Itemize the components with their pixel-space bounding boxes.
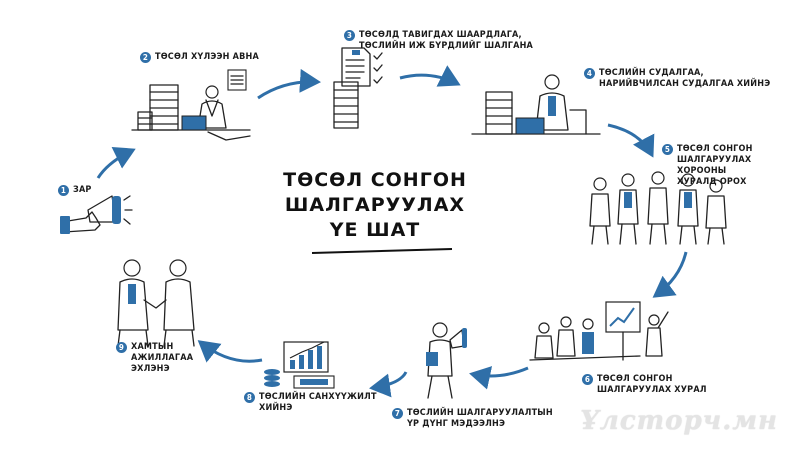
step-2-number: 2 (140, 52, 151, 63)
analyst-desk-illustration (471, 74, 601, 135)
reviewer-desk-illustration (131, 69, 251, 141)
handshake-illustration (117, 259, 195, 347)
step-7-label: 7 ТӨСЛИЙН ШАЛГАРУУЛАЛТЫН ҮР ДҮНГ МЭДЭЭЛН… (392, 408, 553, 430)
step-2-label: 2 ТӨСӨЛ ХҮЛЭЭН АВНА (140, 52, 259, 63)
arrow-4-to-5 (607, 123, 655, 158)
step-3-label: 3 ТӨСӨЛД ТАВИГДАХ ШААРДЛАГА, ТӨСЛИЙН ИЖ … (344, 30, 533, 52)
step-6-label: 6 ТӨСӨЛ СОНГОН ШАЛГАРУУЛАХ ХУРАЛ (582, 374, 707, 396)
step-1-text: ЗАР (73, 185, 92, 195)
arrow-3-to-4 (399, 65, 461, 87)
step-4-number: 4 (584, 68, 595, 79)
center-title-line-3: ҮЕ ШАТ (329, 219, 421, 241)
step-9-number: 9 (116, 342, 127, 353)
step-5-number: 5 (662, 144, 673, 155)
megaphone-hand-illustration (60, 195, 133, 234)
funding-illustration (264, 341, 335, 389)
committee-group-illustration (589, 171, 727, 245)
step-1-number: 1 (58, 185, 69, 196)
step-5-text: ТӨСӨЛ СОНГОН ШАЛГАРУУЛАХ ХОРООНЫ ХУРАЛД … (677, 144, 753, 187)
step-8-number: 8 (244, 392, 255, 403)
arrow-6-to-7 (469, 366, 529, 390)
step-5-label: 5 ТӨСӨЛ СОНГОН ШАЛГАРУУЛАХ ХОРООНЫ ХУРАЛ… (662, 144, 800, 188)
step-4-label: 4 ТӨСЛИЙН СУДАЛГАА, НАРИЙВЧИЛСАН СУДАЛГА… (584, 68, 770, 90)
step-4-text: ТӨСЛИЙН СУДАЛГАА, НАРИЙВЧИЛСАН СУДАЛГАА … (599, 68, 771, 89)
center-title-line-1: ТӨСӨЛ СОНГОН (283, 169, 467, 191)
arrow-8-to-9 (197, 340, 263, 363)
arrow-2-to-3 (257, 68, 321, 100)
step-1-label: 1 ЗАР (58, 185, 92, 196)
step-7-number: 7 (392, 408, 403, 419)
center-title: ТӨСӨЛ СОНГОН ШАЛГАРУУЛАХ ҮЕ ШАТ (270, 168, 480, 243)
step-6-text: ТӨСӨЛ СОНГОН ШАЛГАРУУЛАХ ХУРАЛ (597, 374, 707, 395)
watermark: Ұлсторч.мн (580, 406, 778, 436)
arrow-5-to-6 (652, 251, 688, 298)
arrow-1-to-2 (96, 146, 136, 179)
step-9-text: ХАМТЫН АЖИЛЛАГАА ЭХЛЭНЭ (131, 342, 194, 374)
step-3-text: ТӨСӨЛД ТАВИГДАХ ШААРДЛАГА, ТӨСЛИЙН ИЖ БҮ… (359, 30, 534, 51)
announcer-illustration (426, 322, 467, 399)
center-title-line-2: ШАЛГАРУУЛАХ (284, 194, 466, 216)
step-8-label: 8 ТӨСЛИЙН САНХҮҮЖИЛТ ХИЙНЭ (244, 392, 377, 414)
meeting-table-illustration (529, 301, 669, 361)
step-2-text: ТӨСӨЛ ХҮЛЭЭН АВНА (155, 52, 259, 62)
document-checklist-illustration (333, 47, 383, 129)
arrow-7-to-8 (369, 371, 408, 398)
step-9-label: 9 ХАМТЫН АЖИЛЛАГАА ЭХЛЭНЭ (116, 342, 193, 375)
step-8-text: ТӨСЛИЙН САНХҮҮЖИЛТ ХИЙНЭ (259, 392, 377, 413)
step-6-number: 6 (582, 374, 593, 385)
step-7-text: ТӨСЛИЙН ШАЛГАРУУЛАЛТЫН ҮР ДҮНГ МЭДЭЭЛНЭ (407, 408, 553, 429)
step-3-number: 3 (344, 30, 355, 41)
title-underline (311, 248, 453, 254)
